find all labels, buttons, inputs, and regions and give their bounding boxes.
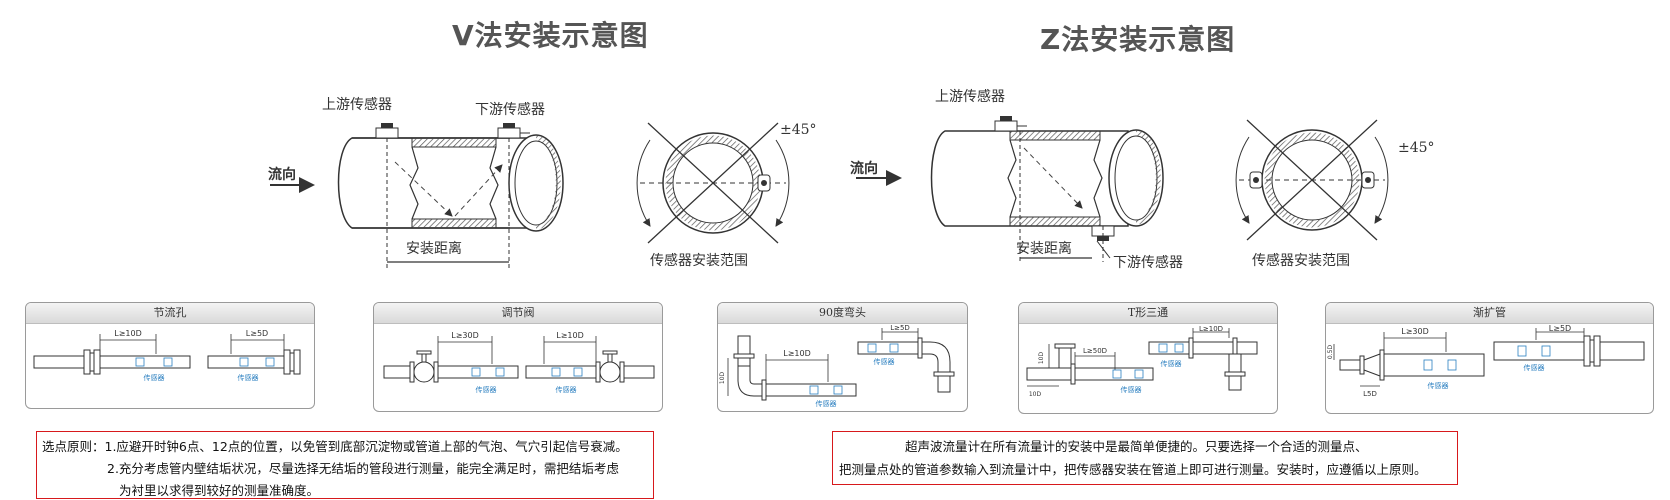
- z-downstream-sensor-label: 下游传感器: [1113, 255, 1183, 271]
- note-line: 选点原则：1.应避开时钟6点、12点的位置，以免管到底部沉淀物或管道上部的气泡、…: [42, 439, 628, 454]
- v-flow-direction-label: 流向: [268, 167, 296, 183]
- panel-control-valve: 调节阀 L≥30D L≥10D 传感器 传感器: [373, 302, 663, 412]
- panel-dim-label: 10D: [1038, 351, 1045, 364]
- panel-dim-label: L≥10D: [1199, 325, 1223, 333]
- panel-dim-label: 10D: [1029, 391, 1042, 398]
- panel-sensor-label: 传感器: [144, 373, 165, 382]
- note-line: 2.充分考虑管内壁结垢状况，尽量选择无结垢的管段进行测量，能完全满足时，需把结垢…: [107, 461, 619, 476]
- panel-dim-label: L5D: [1363, 390, 1377, 398]
- panel-title: 90度弯头: [718, 303, 967, 324]
- control-valve-drawing: L≥30D L≥10D 传感器 传感器: [383, 331, 655, 394]
- note-line: 把测量点处的管道参数输入到流量计中，把传感器安装在管道上即可进行测量。安装时，应…: [839, 462, 1427, 477]
- v-sensor-range-label: 传感器安装范围: [650, 253, 748, 269]
- panel-tee: T形三通 L≥50D L≥10D 10D 10D 传感器 传感: [1018, 302, 1278, 414]
- z-sensor-range-label: 传感器安装范围: [1252, 253, 1350, 269]
- v-install-distance-label: 安装距离: [406, 241, 462, 257]
- z-cross-section: [1235, 119, 1389, 241]
- panel-sensor-label: 传感器: [1121, 385, 1142, 394]
- panel-sensor-label: 传感器: [874, 357, 895, 366]
- diffuser-drawing: L≥30D L≥5D 0.5D L5D 传感器 传感器: [1327, 324, 1645, 398]
- panel-title: 调节阀: [374, 303, 662, 324]
- panel-title: T形三通: [1019, 303, 1277, 324]
- panel-dim-label: L≥5D: [246, 329, 268, 338]
- panel-dim-label: L≥30D: [1401, 327, 1429, 336]
- panel-sensor-label: 传感器: [1161, 359, 1182, 368]
- panel-dim-label: 0.5D: [1327, 345, 1334, 360]
- installation-note: 超声波流量计在所有流量计的安装中是最简单便捷的。只要选择一个合适的测量点、 把测…: [832, 431, 1458, 485]
- panel-diffuser: 渐扩管 L≥30D L≥5D 0.5D L5D 传感器 传感器: [1325, 302, 1654, 414]
- panel-dim-label: L≥10D: [556, 331, 584, 340]
- v-pipe: [270, 123, 564, 268]
- v-method-title: V法安装示意图: [452, 19, 649, 52]
- panel-dim-label: L≥10D: [783, 349, 811, 358]
- panel-dim-label: L≥30D: [451, 331, 479, 340]
- z-install-distance-label: 安装距离: [1016, 241, 1072, 257]
- panel-sensor-label: 传感器: [476, 385, 497, 394]
- install-diagrams-drawing: [270, 116, 1389, 268]
- selection-principle-note: 选点原则：1.应避开时钟6点、12点的位置，以免管到底部沉淀物或管道上部的气泡、…: [36, 431, 654, 499]
- panel-sensor-label: 传感器: [1428, 381, 1449, 390]
- panel-sensor-label: 传感器: [1524, 363, 1545, 372]
- 90-elbow-drawing: L≥10D L≥5D 10D 传感器 传感器: [719, 324, 955, 408]
- v-angle-label: ±45°: [780, 122, 817, 138]
- panel-title: 节流孔: [26, 303, 314, 324]
- z-angle-label: ±45°: [1398, 140, 1435, 156]
- note-line: 超声波流量计在所有流量计的安装中是最简单便捷的。只要选择一个合适的测量点、: [905, 439, 1368, 454]
- z-flow-direction-label: 流向: [850, 161, 878, 177]
- panel-orifice: 节流孔 L≥10D L≥5D 传感器 传感器: [25, 302, 315, 409]
- z-upstream-sensor-label: 上游传感器: [935, 89, 1005, 105]
- panel-90-elbow: 90度弯头 L≥10D L≥5D 10D 传感器 传感器: [717, 302, 968, 412]
- panel-dim-label: L≥5D: [1549, 324, 1571, 333]
- orifice-drawing: L≥10D L≥5D 传感器 传感器: [33, 329, 301, 382]
- panel-dim-label: L≥50D: [1083, 347, 1107, 355]
- v-downstream-sensor-label: 下游传感器: [475, 102, 545, 118]
- panel-dim-label: L≥5D: [890, 324, 910, 332]
- v-cross-section: [636, 122, 790, 244]
- panel-sensor-label: 传感器: [238, 373, 259, 382]
- note-line: 为衬里以求得到较好的测量准确度。: [119, 483, 320, 498]
- z-pipe: [856, 116, 1164, 262]
- panel-sensor-label: 传感器: [816, 399, 837, 408]
- panel-sensor-label: 传感器: [556, 385, 577, 394]
- panel-dim-label: L≥10D: [114, 329, 142, 338]
- panel-dim-label: 10D: [719, 371, 726, 384]
- panel-title: 渐扩管: [1326, 303, 1653, 324]
- tee-drawing: L≥50D L≥10D 10D 10D 传感器 传感器: [1026, 325, 1258, 398]
- z-method-title: Z法安装示意图: [1040, 23, 1236, 56]
- v-upstream-sensor-label: 上游传感器: [322, 97, 392, 113]
